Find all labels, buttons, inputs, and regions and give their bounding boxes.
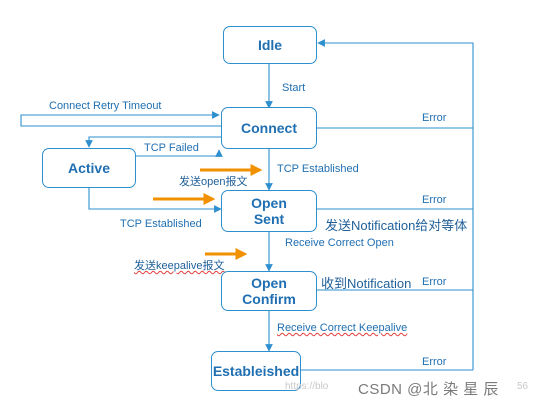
state-open-confirm-label: Open Confirm: [242, 275, 296, 307]
state-open-sent: Open Sent: [221, 190, 317, 232]
label-error-established: Error: [422, 356, 447, 368]
label-tcp-failed: TCP Failed: [144, 142, 199, 154]
label-receive-correct-keepalive: Receive Correct Keepalive: [277, 322, 408, 334]
annotation-send-keepalive: 发送keepalive报文: [134, 260, 225, 272]
watermark-faint-right: 56: [517, 381, 529, 392]
state-connect: Connect: [221, 107, 317, 149]
arrow-tcp-established-active: [88, 187, 222, 213]
label-start: Start: [282, 82, 306, 94]
label-tcp-established-active: TCP Established: [120, 218, 202, 230]
state-connect-label: Connect: [241, 120, 297, 136]
label-connect-retry-timeout: Connect Retry Timeout: [49, 100, 162, 112]
label-error-open-sent: Error: [422, 194, 447, 206]
state-idle-label: Idle: [257, 37, 283, 53]
annotation-send-open: 发送open报文: [179, 176, 248, 188]
arrow-active-to-connect: [135, 149, 223, 157]
state-open-confirm: Open Confirm: [221, 271, 317, 311]
annotation-receive-notification: 收到Notification: [321, 276, 412, 291]
label-tcp-established-connect: TCP Established: [277, 163, 359, 175]
arrow-tcp-failed: [85, 136, 221, 148]
annotation-send-notification: 发送Notification给对等体: [325, 218, 468, 233]
state-active-label: Active: [67, 160, 111, 176]
watermark-text: CSDN @北 染 星 辰: [358, 381, 499, 398]
state-established-label: Estableished: [212, 363, 300, 379]
label-error-open-confirm: Error: [422, 276, 447, 288]
state-active: Active: [42, 148, 136, 188]
state-idle: Idle: [223, 26, 317, 64]
arrow-connect-retry-timeout: [20, 111, 221, 127]
watermark-faint-left: https://blo: [285, 381, 329, 392]
label-error-connect: Error: [422, 112, 447, 124]
error-return-bus: [317, 39, 474, 370]
state-open-sent-label: Open Sent: [251, 195, 287, 227]
label-receive-correct-open: Receive Correct Open: [285, 237, 394, 249]
state-established: Estableished: [211, 351, 301, 391]
